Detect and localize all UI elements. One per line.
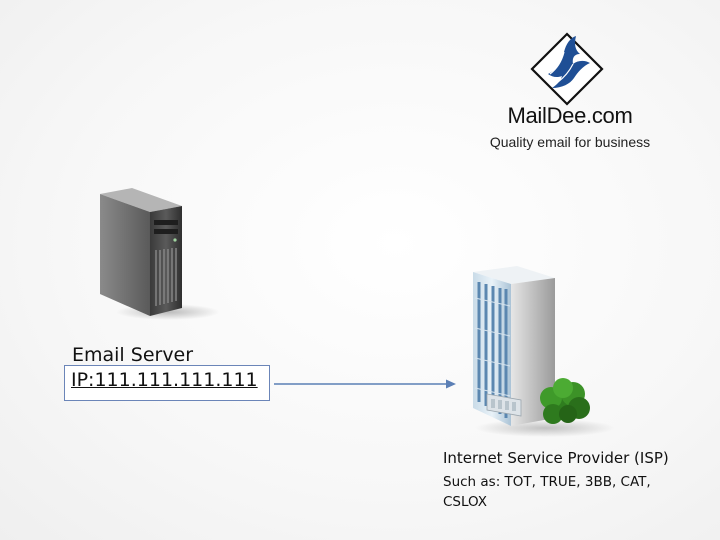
arrow-right-icon — [274, 379, 456, 389]
bird-diamond-logo-icon — [530, 32, 604, 106]
brand-tagline: Quality email for business — [489, 134, 651, 150]
email-server-label: Email Server — [72, 344, 194, 366]
isp-title: Internet Service Provider (ISP) — [443, 449, 669, 467]
isp-examples: Such as: TOT, TRUE, 3BB, CAT, CSLOX — [443, 474, 651, 510]
ip-address-box — [64, 365, 270, 401]
ip-address-text: IP:111.111.111.111 — [71, 369, 258, 391]
office-building-icon — [473, 266, 615, 437]
server-tower-icon — [100, 188, 220, 320]
brand-name: MailDee.com — [507, 103, 633, 128]
